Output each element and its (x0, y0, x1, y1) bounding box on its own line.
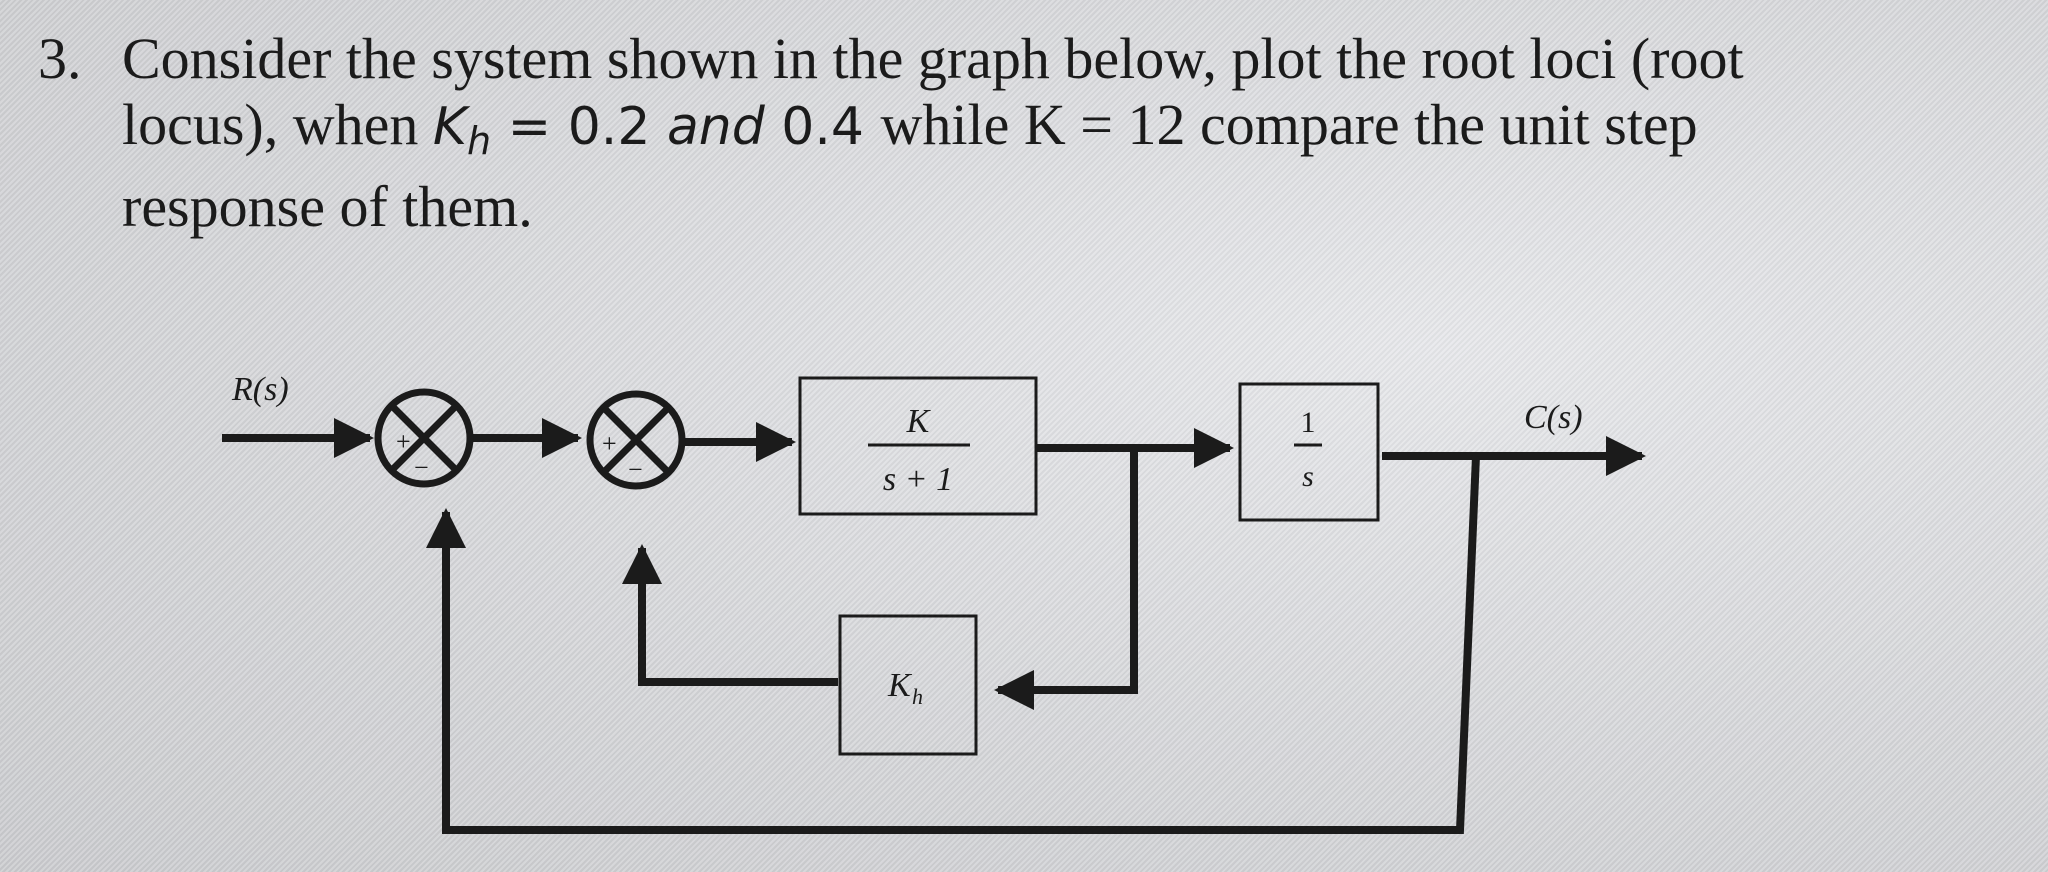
integrator-denominator: s (1302, 460, 1314, 493)
summing-junction-2-plus: + (602, 429, 617, 458)
kh-subscript: h (466, 119, 492, 163)
summing-junction-1-plus: + (396, 427, 411, 456)
input-label: R(s) (231, 371, 289, 408)
question-line-2-start: locus), when (122, 92, 433, 157)
feedback-gain-label: K (887, 667, 913, 704)
output-label: C(s) (1524, 399, 1583, 436)
question-body: Consider the system shown in the graph b… (122, 26, 2022, 240)
integrator-numerator: 1 (1301, 406, 1316, 439)
plant-block-frame (798, 376, 1038, 516)
summing-junction-1-minus: − (414, 453, 429, 482)
summing-junction-1-cross-b (389, 403, 459, 473)
kh-second-value: 0.4 (764, 97, 881, 157)
question-line-1: Consider the system shown in the graph b… (122, 26, 1744, 91)
integrator-block-frame (1238, 382, 1380, 522)
summing-junction-2: + − (586, 390, 686, 490)
feedback-gain-block: K h (838, 614, 978, 756)
question-number: 3. (38, 26, 82, 91)
summing-junction-2-cross-b (601, 405, 671, 475)
plant-numerator: K (906, 403, 932, 440)
summing-junction-2-circle (586, 390, 686, 490)
summing-junction-2-minus: − (628, 455, 643, 484)
integrator-block: 1 s (1238, 382, 1380, 522)
summing-junction-1-circle (374, 388, 474, 488)
plant-denominator: s + 1 (883, 461, 953, 498)
and-word: and (666, 97, 765, 157)
question-line-2-end: while K = 12 compare the unit step (880, 92, 1698, 157)
kh-symbol: K (432, 97, 467, 157)
plant-block: K s + 1 (798, 376, 1038, 516)
kh-equals-value: = 0.2 (491, 97, 667, 157)
question-line-3: response of them. (122, 174, 533, 239)
summing-junction-1: + − (374, 388, 474, 488)
kh-to-sum2-line (622, 544, 838, 686)
question-line-2: locus), when Kh = 0.2 and 0.4 while K = … (122, 92, 2022, 174)
feedback-gain-block-frame (838, 614, 978, 756)
unity-feedback-line (426, 455, 1480, 834)
velocity-feedback-line (994, 448, 1138, 710)
feedback-gain-subscript: h (912, 684, 923, 709)
